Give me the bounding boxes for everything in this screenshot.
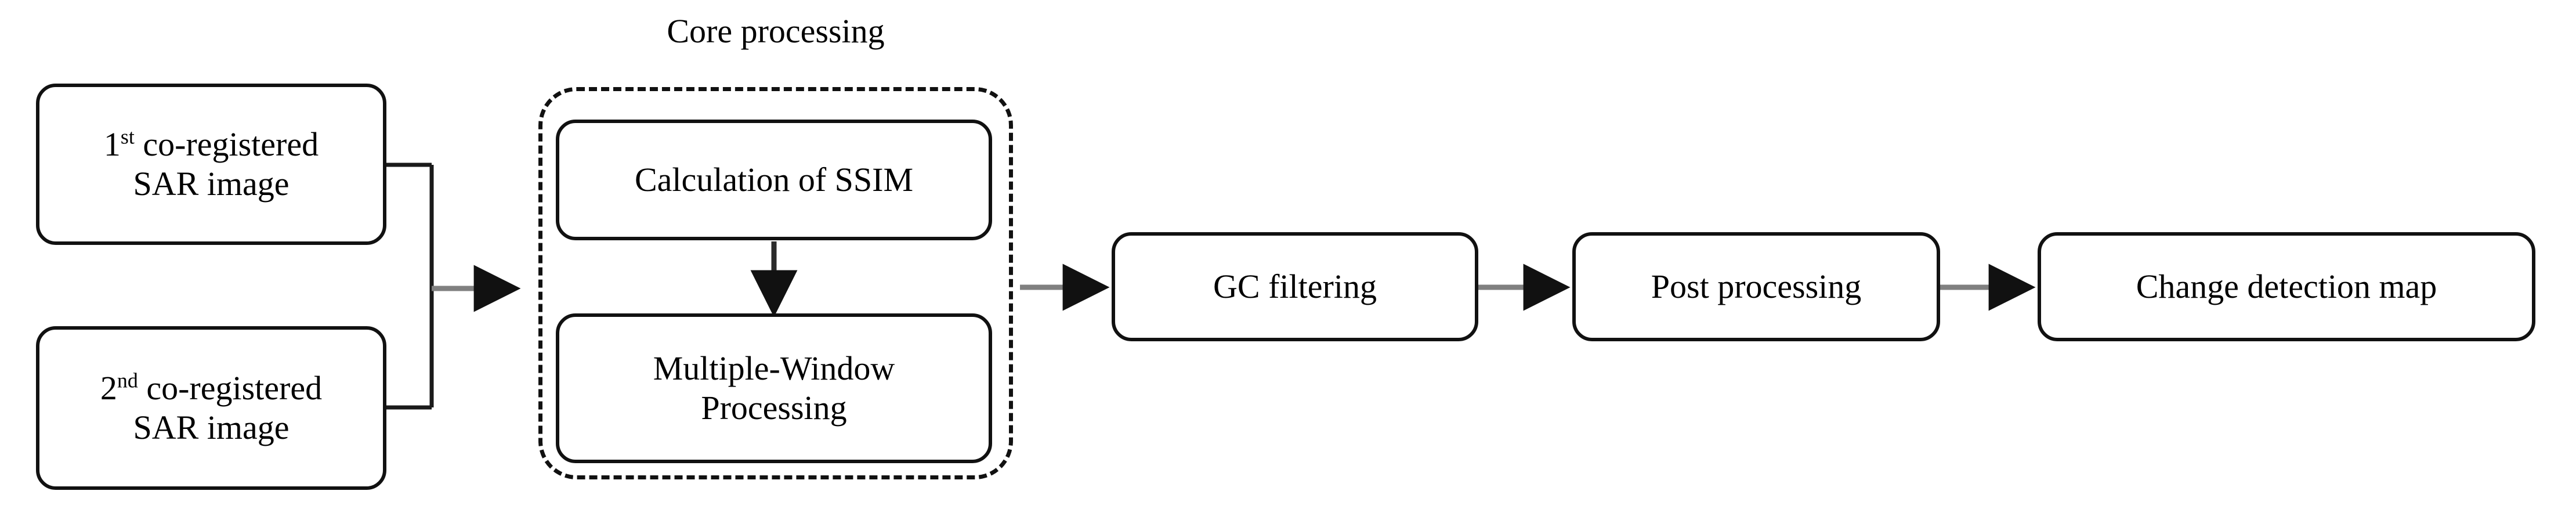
node-change-detection-map-label: Change detection map bbox=[2136, 267, 2437, 305]
label-line-2: Processing bbox=[701, 389, 847, 427]
node-calculation-of-ssim-label: Calculation of SSIM bbox=[634, 160, 914, 198]
label-rest: co-registered bbox=[134, 125, 319, 163]
node-multiple-window-processing[interactable]: Multiple-Window Processing bbox=[556, 313, 992, 463]
core-processing-group-title: Core processing bbox=[667, 12, 885, 50]
ordinal-number: 2 bbox=[100, 369, 117, 407]
node-first-coregistered-sar-image-label: 1st co-registered SAR image bbox=[48, 125, 375, 204]
node-gc-filtering-label: GC filtering bbox=[1213, 267, 1377, 305]
node-change-detection-map[interactable]: Change detection map bbox=[2038, 232, 2535, 341]
ordinal-number: 1 bbox=[103, 125, 121, 163]
label-rest: co-registered bbox=[138, 369, 323, 407]
core-processing-group bbox=[538, 87, 1013, 479]
node-post-processing-label: Post processing bbox=[1651, 267, 1862, 305]
label-line-2: SAR image bbox=[133, 165, 290, 203]
node-multiple-window-processing-label: Multiple-Window Processing bbox=[567, 349, 981, 428]
node-gc-filtering[interactable]: GC filtering bbox=[1112, 232, 1478, 341]
node-calculation-of-ssim[interactable]: Calculation of SSIM bbox=[556, 120, 992, 240]
label-line-1: Multiple-Window bbox=[653, 349, 895, 387]
label-line-2: SAR image bbox=[133, 409, 290, 446]
ordinal-suffix: nd bbox=[117, 369, 138, 392]
ordinal-suffix: st bbox=[120, 125, 135, 149]
node-second-coregistered-sar-image[interactable]: 2nd co-registered SAR image bbox=[36, 326, 386, 490]
node-post-processing[interactable]: Post processing bbox=[1572, 232, 1940, 341]
edge-inputs-merge bbox=[386, 163, 434, 410]
node-first-coregistered-sar-image[interactable]: 1st co-registered SAR image bbox=[36, 84, 386, 245]
node-second-coregistered-sar-image-label: 2nd co-registered SAR image bbox=[48, 369, 375, 448]
